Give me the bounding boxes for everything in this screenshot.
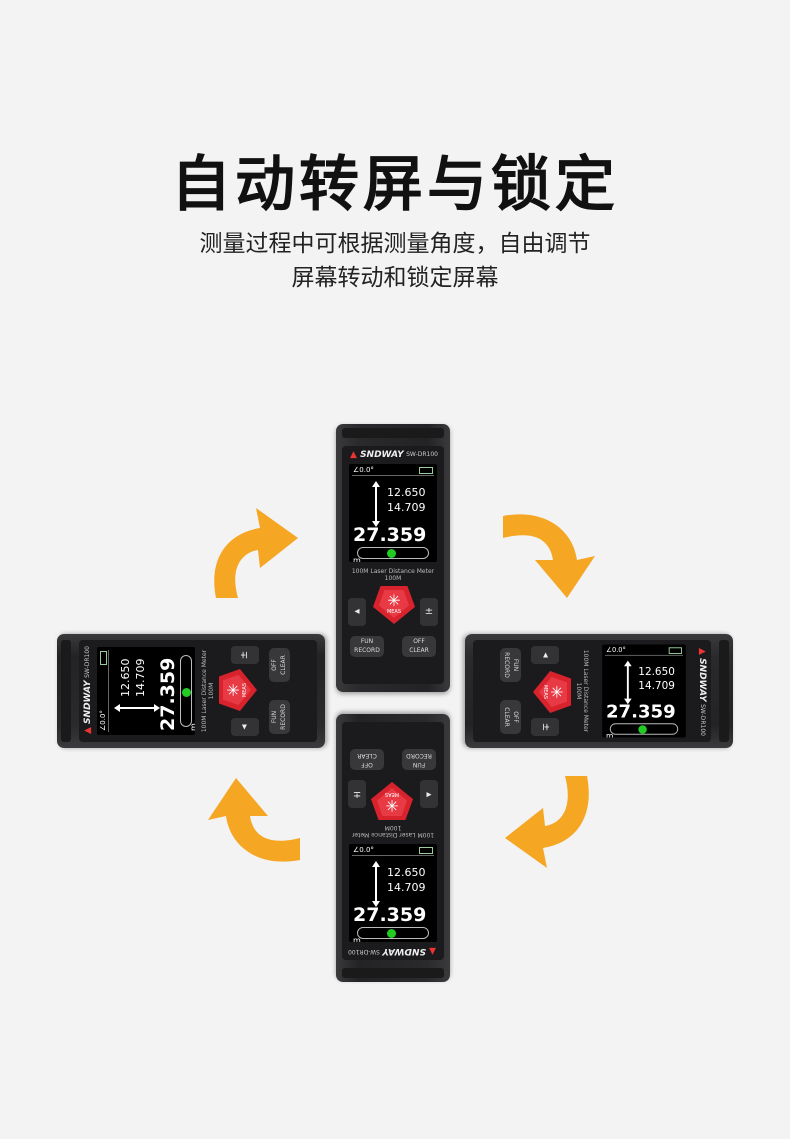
product-caption: 100M Laser Distance Meter 100M <box>201 649 215 733</box>
reading-lower: 14.709 <box>387 881 426 894</box>
model-label: SW-DR100 <box>699 704 706 736</box>
reading-upper: 12.650 <box>387 866 426 879</box>
reading-upper: 12.650 <box>387 486 426 499</box>
height-arrow-icon <box>119 707 155 709</box>
brand-logo: ▲ SNDWAY <box>382 946 436 956</box>
reading-upper: 12.650 <box>638 665 675 678</box>
measure-dot <box>182 688 191 697</box>
angle-readout: ∠0.0° <box>353 846 374 854</box>
brand-logo: ▲ SNDWAY <box>350 450 404 460</box>
model-label: SW-DR100 <box>406 451 438 458</box>
laser-window <box>342 968 444 978</box>
measure-dot <box>387 929 396 938</box>
mode-button[interactable]: ◂ <box>420 780 438 808</box>
plus-minus-button[interactable]: ± <box>348 780 366 808</box>
lcd-screen: ∠0.0° 12.650 14.709 27.359 m <box>602 644 686 738</box>
product-caption: 100M Laser Distance Meter 100M <box>575 649 589 733</box>
rotate-arrow-bottom-right-icon <box>505 776 589 868</box>
brand-logo: ▲ SNDWAY <box>697 648 707 702</box>
main-reading: 27.359 m <box>353 524 427 562</box>
measure-dot <box>638 725 647 734</box>
reading-upper: 12.650 <box>119 658 132 698</box>
measure-dot <box>387 549 396 558</box>
reading-lower: 14.709 <box>638 679 675 692</box>
measure-bar <box>180 655 192 727</box>
lcd-screen: ∠0.0° 12.650 14.709 27.359 m <box>97 647 195 735</box>
subtitle-line-2: 屏幕转动和锁定屏幕 <box>291 265 499 291</box>
lcd-screen: ∠0.0° 12.650 14.709 27.359 m <box>349 844 437 942</box>
distance-meter-rotated-left: ▲ SNDWAY SW-DR100 ∠0.0° 12.650 14.709 27… <box>57 634 325 748</box>
mode-button[interactable]: ◂ <box>231 718 259 736</box>
laser-window <box>342 428 444 438</box>
rotate-arrow-top-right-icon <box>503 514 595 598</box>
product-caption: 100M Laser Distance Meter 100M <box>351 824 435 838</box>
battery-icon <box>100 651 107 665</box>
model-label: SW-DR100 <box>84 646 91 678</box>
laser-star-icon: ✳ <box>385 796 399 815</box>
meas-button[interactable]: ✳ MEAS <box>373 586 415 624</box>
laser-star-icon: ✳ <box>387 591 401 610</box>
distance-meter-rotated-right: ▲ SNDWAY SW-DR100 ∠0.0° 12.650 14.709 27… <box>465 634 733 748</box>
height-arrow-icon <box>375 866 377 902</box>
rotate-arrow-bottom-left-icon <box>208 778 300 862</box>
laser-window <box>719 640 729 742</box>
brand-logo: ▲ SNDWAY <box>83 680 93 734</box>
measure-bar <box>357 927 429 939</box>
meas-button[interactable]: ✳ MEAS <box>371 782 413 820</box>
page-title: 自动转屏与锁定 <box>171 150 619 220</box>
angle-readout: ∠0.0° <box>99 710 107 731</box>
laser-window <box>61 640 71 742</box>
angle-readout: ∠0.0° <box>353 466 374 474</box>
model-label: SW-DR100 <box>348 948 380 955</box>
laser-star-icon: ✳ <box>224 683 243 697</box>
plus-minus-button[interactable]: ± <box>231 646 259 664</box>
lcd-screen: ∠0.0° 12.650 14.709 27.359 m <box>349 464 437 562</box>
height-arrow-icon <box>372 481 380 527</box>
distance-meter-upright: ▲ SNDWAY SW-DR100 ∠0.0° 12.650 14.709 27… <box>336 424 450 692</box>
subtitle-line-1: 测量过程中可根据测量角度，自由调节 <box>199 231 591 257</box>
angle-readout: ∠0.0° <box>606 646 626 654</box>
plus-minus-button[interactable]: ± <box>420 598 438 626</box>
meas-button[interactable]: ✳ MEAS <box>533 671 571 713</box>
distance-meter-inverted: ▲ SNDWAY SW-DR100 ∠0.0° 12.650 14.709 27… <box>336 714 450 982</box>
product-caption: 100M Laser Distance Meter 100M <box>351 568 435 582</box>
height-arrow-icon <box>626 665 629 700</box>
battery-icon <box>419 467 433 474</box>
reading-lower: 14.709 <box>387 501 426 514</box>
battery-icon <box>668 647 682 654</box>
measure-bar <box>609 723 679 735</box>
measure-bar <box>357 547 429 559</box>
meas-button[interactable]: ✳ MEAS <box>219 669 257 711</box>
plus-minus-button[interactable]: ± <box>531 718 559 736</box>
mode-button[interactable]: ◂ <box>531 646 559 664</box>
laser-star-icon: ✳ <box>547 685 566 699</box>
reading-lower: 14.709 <box>134 658 147 698</box>
battery-icon <box>419 847 433 854</box>
mode-button[interactable]: ◂ <box>348 598 366 626</box>
rotate-arrow-top-left-icon <box>214 508 298 598</box>
